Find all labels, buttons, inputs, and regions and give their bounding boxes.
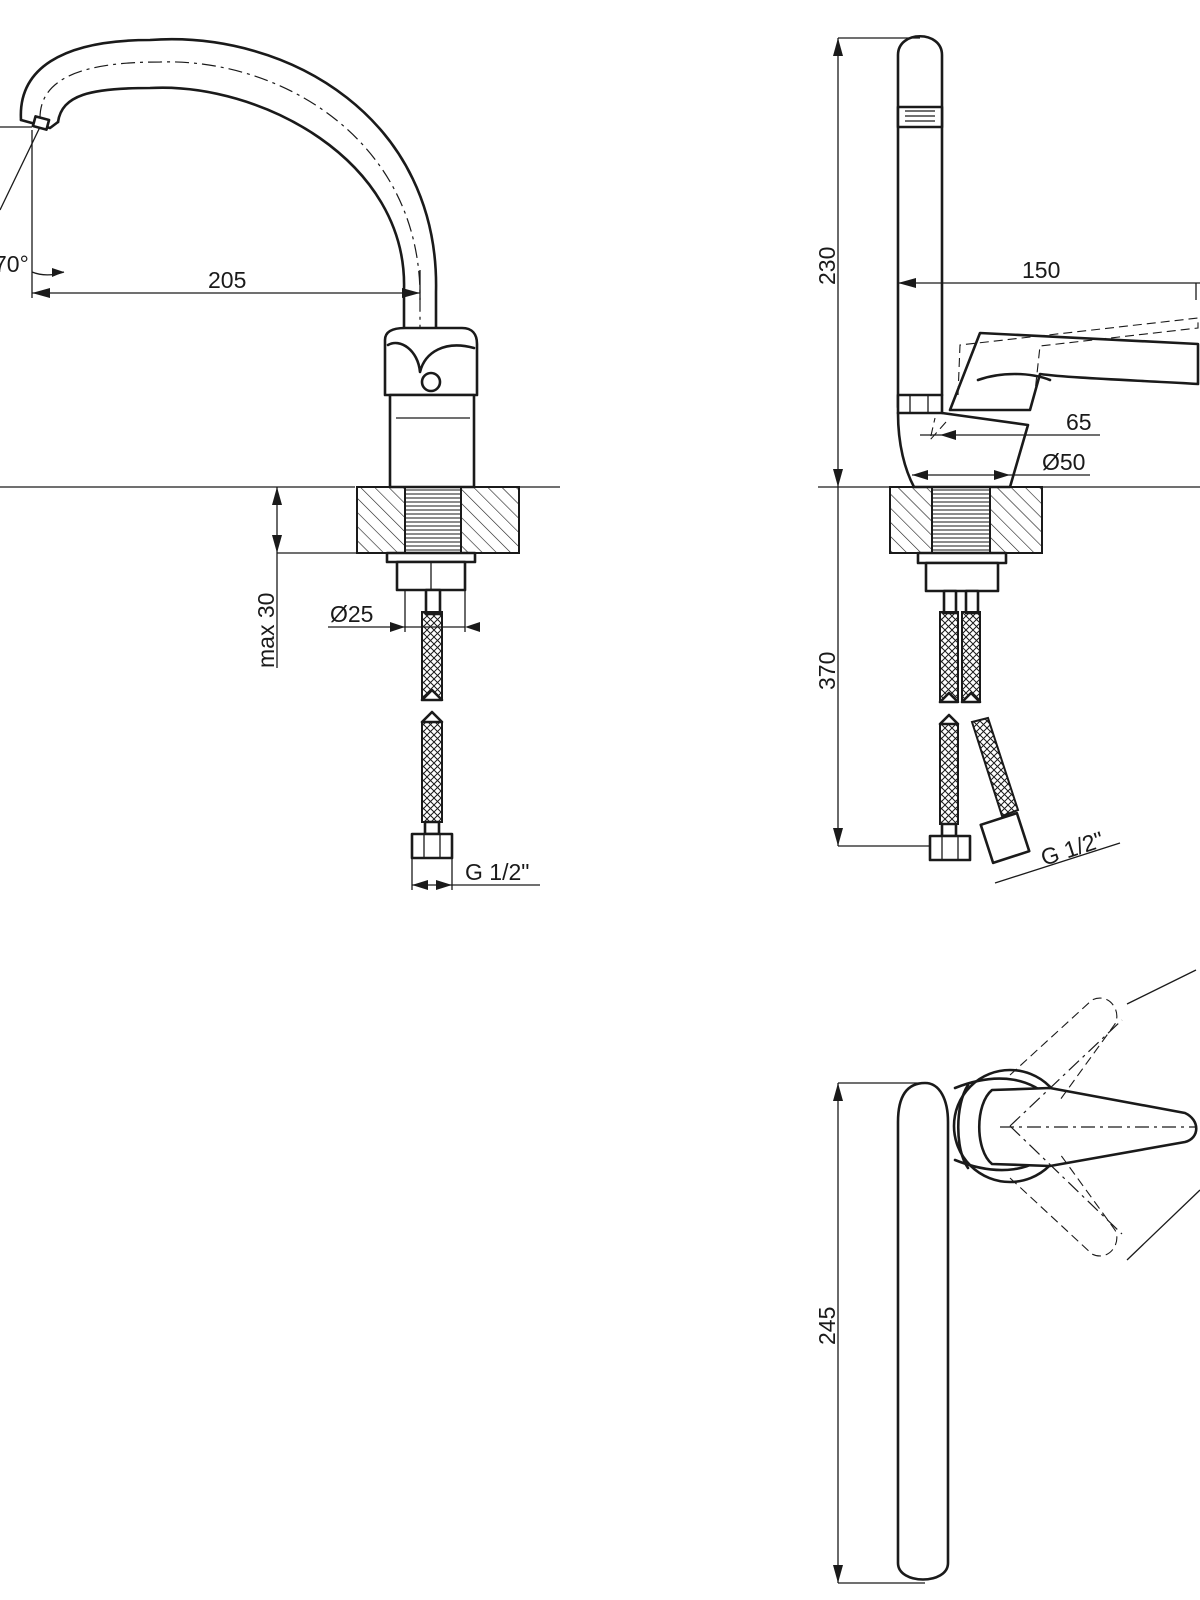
counter-section-right [460,486,520,554]
dim-spout-reach: 205 [208,267,246,293]
side-handle [948,331,1200,412]
dim-body-diameter: Ø50 [1042,449,1085,475]
side-view: 230 150 65 Ø50 370 G 1/2" [814,34,1200,884]
dim-total-height: 230 [814,247,840,285]
dim-max-thickness: max 30 [253,593,279,668]
side-spout [896,34,944,409]
hose-braid-upper [421,611,443,701]
spout-inner [56,86,406,337]
mixer-base [388,393,476,489]
front-view: 70° 205 max 30 Ø25 G 1/2" [0,37,560,890]
top-view: 245 [814,969,1200,1584]
handle-pivot-icon [420,371,442,393]
side-fitting-right [979,811,1031,865]
hose-fitting [410,832,454,860]
top-spout [896,1081,950,1581]
dim-hose-length: 370 [814,652,840,690]
dim-hose-connection-front: G 1/2" [465,859,529,885]
side-fitting-left [928,834,972,862]
dim-swivel-angle: 70° [0,251,29,277]
spout-outer [19,37,438,337]
side-hose-right-lower [970,716,1020,818]
counter-section-left [356,486,406,554]
dim-spout-length: 245 [814,1307,840,1345]
side-hose-left-upper [939,611,959,703]
side-hose-right-upper [961,611,981,703]
dim-body-offset: 65 [1066,409,1092,435]
dim-shank-diameter: Ø25 [330,601,373,627]
dim-hose-connection-side: G 1/2" [1038,826,1107,871]
shank-thread [404,486,462,554]
hose-braid-lower [421,721,443,823]
dim-handle-length: 150 [1022,257,1060,283]
